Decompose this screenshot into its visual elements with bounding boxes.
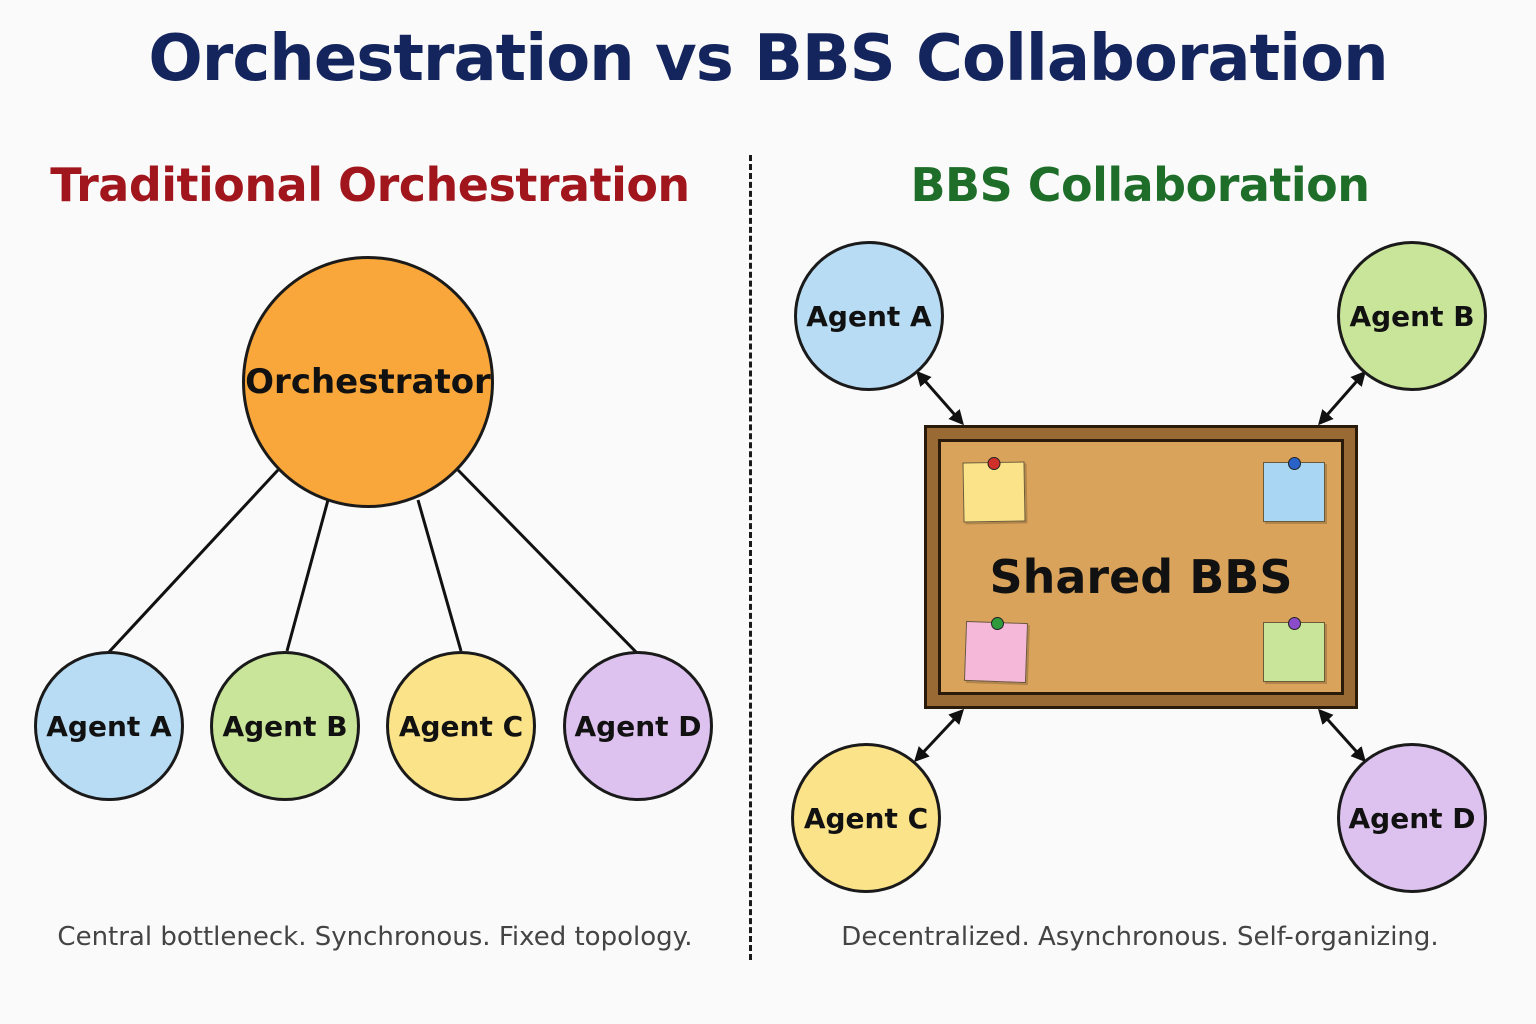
panel-divider xyxy=(749,155,752,960)
orchestration-caption: Central bottleneck. Synchronous. Fixed t… xyxy=(57,922,693,952)
left-agent-a-node: Agent A xyxy=(34,651,184,801)
orchestrator-link-d xyxy=(456,468,638,654)
right-agent-d-node: Agent D xyxy=(1337,743,1487,893)
sticky-note-blue xyxy=(1263,457,1325,522)
left-agent-b-node: Agent B xyxy=(210,651,360,801)
orchestrator-link-a xyxy=(107,468,280,654)
orchestrator-node: Orchestrator xyxy=(242,256,494,508)
bbs-arrow-d xyxy=(1317,708,1367,763)
traditional-orchestration-title: Traditional Orchestration xyxy=(50,158,690,212)
left-agent-c-node: Agent C xyxy=(386,651,536,801)
orchestrator-link-b xyxy=(285,499,330,652)
bbs-arrow-a xyxy=(916,370,964,426)
pushpin-icon xyxy=(990,616,1005,631)
page-title: Orchestration vs BBS Collaboration xyxy=(148,22,1388,96)
pushpin-icon xyxy=(987,456,1001,471)
bbs-caption: Decentralized. Asynchronous. Self-organi… xyxy=(841,922,1439,952)
bbs-arrow-c xyxy=(913,708,965,763)
orchestrator-link-c xyxy=(416,499,463,652)
pushpin-icon xyxy=(1288,457,1301,470)
shared-bbs-label: Shared BBS xyxy=(989,550,1293,604)
left-agent-d-node: Agent D xyxy=(563,651,713,801)
sticky-note-green xyxy=(1263,617,1325,682)
pushpin-icon xyxy=(1288,617,1301,630)
right-agent-b-node: Agent B xyxy=(1337,241,1487,391)
bbs-collaboration-title: BBS Collaboration xyxy=(910,158,1370,212)
right-agent-c-node: Agent C xyxy=(791,743,941,893)
sticky-note-pink xyxy=(963,616,1029,684)
shared-bbs-board: Shared BBS xyxy=(924,425,1358,709)
bbs-arrow-b xyxy=(1318,370,1366,426)
sticky-note-yellow xyxy=(962,456,1026,523)
right-agent-a-node: Agent A xyxy=(794,241,944,391)
corkboard-surface: Shared BBS xyxy=(938,439,1344,695)
